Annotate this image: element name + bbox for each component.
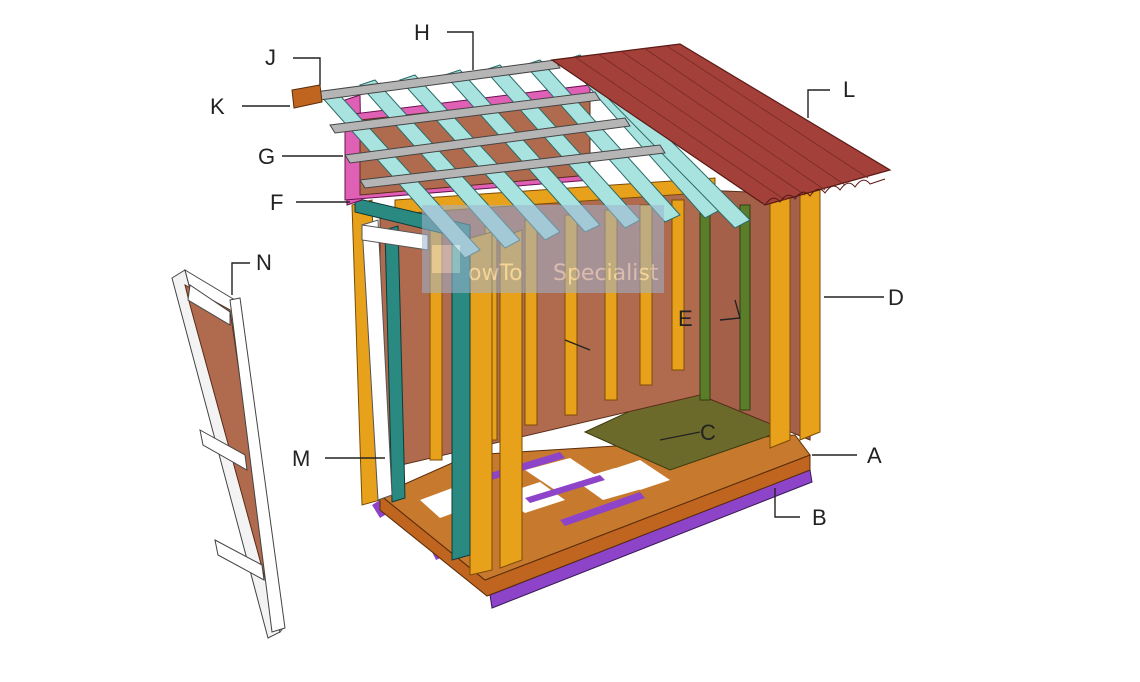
roof-panel [550, 43, 892, 206]
label-k: K [210, 94, 225, 119]
door-trim [361, 219, 429, 501]
label-a: A [867, 443, 882, 468]
front-wall-frame [351, 189, 821, 576]
label-d: D [888, 285, 904, 310]
watermark-part2: Specialist [553, 261, 659, 286]
side-studs [699, 199, 751, 411]
label-c: C [700, 420, 716, 445]
top-plate [291, 84, 323, 109]
floor-frame [379, 434, 811, 597]
label-j: J [265, 45, 276, 70]
label-e: E [678, 306, 693, 331]
label-f: F [270, 190, 283, 215]
label-g: G [258, 144, 275, 169]
label-b: B [812, 505, 827, 530]
leader-lines [231, 31, 884, 518]
label-h: H [414, 20, 430, 45]
label-l: L [843, 77, 855, 102]
purlins [314, 59, 666, 189]
watermark-part1: owTo [468, 261, 523, 286]
part-labels: J H K G F N L D A B C M E [210, 20, 904, 530]
label-n: N [256, 250, 272, 275]
label-m: M [292, 446, 310, 471]
watermark: owTo Specialist [422, 205, 664, 293]
door-panel [171, 268, 286, 639]
